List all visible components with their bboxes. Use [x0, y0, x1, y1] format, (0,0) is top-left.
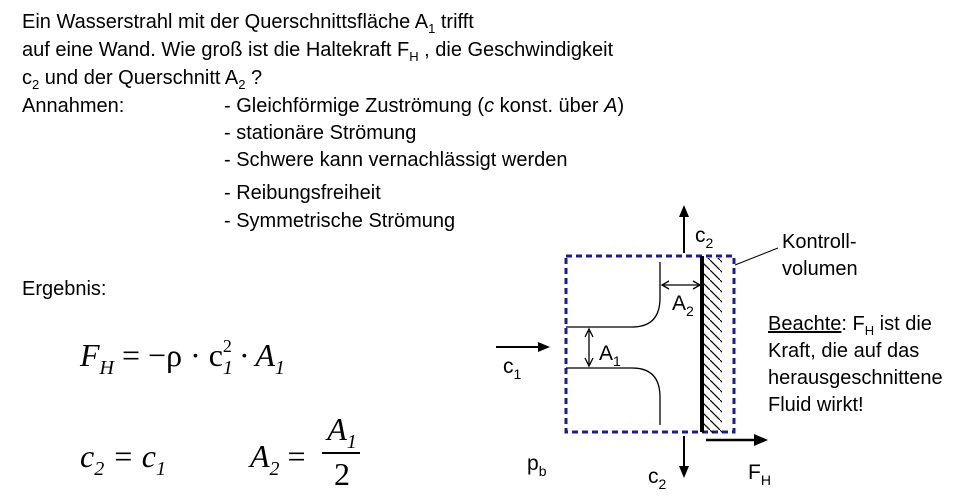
note-line-2: Kraft, die auf das: [768, 340, 920, 362]
c2-up-arrowhead: [679, 205, 689, 217]
label-a2: A2: [672, 292, 694, 319]
label-pb: pb: [527, 452, 547, 479]
c1-arrowhead: [538, 342, 550, 352]
c2-down-arrowhead: [679, 466, 689, 478]
formula-holding-force: FH = −ρ · c12 · A1: [80, 336, 285, 379]
assumption-item-1: - Gleichförmige Zuströmung (c konst. übe…: [224, 95, 625, 117]
assumption-item-4: - Reibungsfreiheit: [224, 182, 381, 204]
a2-arrowhead-right: [692, 280, 702, 290]
assumptions-label: Annahmen:: [22, 95, 125, 117]
a1-arrowhead-top: [584, 327, 594, 338]
wall-hatching: [702, 258, 722, 433]
a2-arrowhead-left: [660, 280, 670, 290]
jet-upper-streamline: [566, 262, 661, 328]
label-c2-bottom: c2: [648, 465, 667, 492]
problem-line-1: Ein Wasserstrahl mit der Querschnittsflä…: [22, 11, 474, 36]
fraction-bar: [322, 452, 360, 454]
control-volume-boundary: [564, 254, 736, 434]
result-label: Ergebnis:: [22, 278, 107, 300]
label-fh: FH: [748, 461, 771, 488]
note-line-1: Beachte: FH ist die: [768, 313, 932, 338]
label-a1: A1: [599, 342, 621, 369]
assumption-item-2: - stationäre Strömung: [224, 122, 417, 144]
note-line-3: herausgeschnittene: [768, 367, 943, 389]
fh-arrowhead: [754, 434, 768, 446]
a1-arrowhead-bottom: [584, 357, 594, 368]
assumption-item-3: - Schwere kann vernachlässigt werden: [224, 149, 568, 171]
problem-line-3: c2 und der Querschnitt A2 ?: [22, 67, 263, 92]
label-c1: c1: [503, 355, 522, 382]
jet-lower-streamline: [566, 367, 661, 425]
control-volume-leader-line: [734, 247, 779, 266]
label-control-volume-1: Kontroll-: [782, 231, 857, 253]
note-line-4: Fluid wirkt!: [768, 394, 864, 416]
label-c2-top: c2: [695, 224, 714, 251]
formula-area-lhs: A2 =: [250, 438, 306, 480]
fraction-denominator: 2: [334, 456, 350, 492]
problem-line-2: auf eine Wand. Wie groß ist die Haltekra…: [22, 39, 614, 64]
assumption-item-5: - Symmetrische Strömung: [224, 210, 456, 232]
label-control-volume-2: volumen: [782, 258, 858, 280]
formula-velocity: c2 = c1: [80, 438, 166, 480]
fraction-numerator: A1: [327, 411, 357, 453]
